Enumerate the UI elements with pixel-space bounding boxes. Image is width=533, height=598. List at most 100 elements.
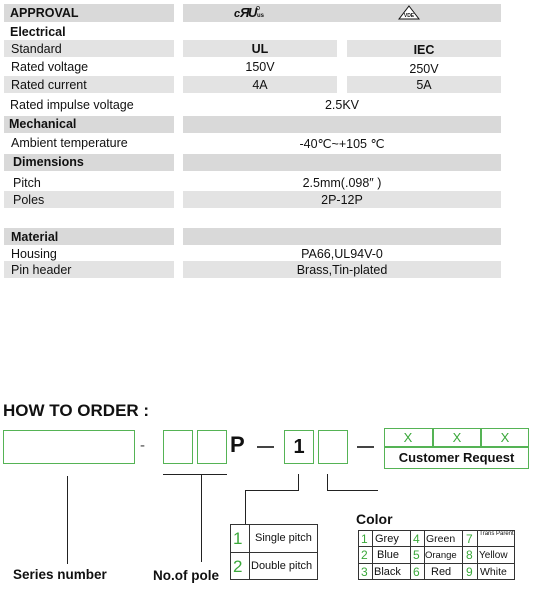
rated-voltage-iec: 250V	[409, 62, 439, 76]
pitch-opt1-label: Single pitch	[255, 532, 312, 544]
pitch-opt2-num: 2	[233, 557, 243, 576]
pitch-opt1-num: 1	[233, 529, 243, 548]
svg-text:VDE: VDE	[404, 13, 415, 19]
rated-impulse-voltage-label: Rated impulse voltage	[10, 98, 134, 112]
color-name-orange: Orange	[425, 550, 457, 561]
how-to-order-title: HOW TO ORDER :	[3, 401, 150, 420]
ambient-temperature-label: Ambient temperature	[11, 136, 128, 150]
color-num-3: 3	[361, 565, 368, 579]
pitch-leader-v1	[298, 474, 299, 490]
pole-bracket-line	[163, 474, 227, 475]
pin-header-value: Brass,Tin-plated	[296, 263, 388, 277]
pitch-code: 1	[293, 436, 305, 458]
dimensions-band-right	[183, 154, 501, 171]
customer-request-label: Customer Request	[398, 450, 515, 465]
color-name-white: White	[480, 566, 507, 578]
customer-x-2: X	[452, 430, 462, 445]
color-table-row-sep-1	[358, 546, 515, 547]
color-table-col-4	[462, 530, 463, 580]
rated-voltage-label: Rated voltage	[11, 60, 89, 74]
material-band-right	[183, 228, 501, 245]
customer-request-sep-2	[480, 428, 482, 446]
rated-current-band-ul	[183, 76, 337, 93]
rated-current-ul: 4A	[252, 78, 268, 92]
color-num-5: 5	[413, 548, 420, 562]
svg-text:Я: Я	[239, 5, 250, 20]
rated-impulse-voltage-value: 2.5KV	[324, 98, 360, 112]
customer-request-sep-1	[432, 428, 434, 446]
color-num-4: 4	[413, 532, 420, 546]
poles-band-right	[183, 191, 501, 208]
pole-box-2	[197, 430, 227, 464]
color-table-row-sep-2	[358, 563, 515, 564]
poles-label: Poles	[13, 193, 45, 207]
series-leader-line	[67, 476, 68, 564]
color-title: Color	[356, 511, 393, 527]
electrical-heading: Electrical	[10, 25, 66, 39]
pole-leader-line	[201, 474, 202, 562]
pitch-leader-h	[245, 490, 299, 491]
material-band-left	[4, 228, 174, 245]
standard-band-iec	[347, 40, 501, 57]
color-code-box	[318, 430, 348, 464]
ul-recognized-mark-icon: c Я U us	[234, 5, 265, 20]
color-table-col-3	[424, 530, 425, 580]
pin-header-band-left	[4, 261, 174, 278]
housing-value: PA66,UL94V-0	[301, 247, 383, 261]
series-number-box	[3, 430, 135, 464]
color-name-grey: Grey	[375, 533, 399, 545]
dimensions-band-left	[4, 154, 174, 171]
pin-header-band-right	[183, 261, 501, 278]
color-table-col-5	[477, 530, 478, 580]
color-num-6: 6	[413, 565, 420, 579]
no-of-pole-label: No.of pole	[153, 568, 219, 583]
customer-x-3: X	[500, 430, 510, 445]
p-letter: P	[230, 432, 245, 457]
pin-header-label: Pin header	[11, 263, 72, 277]
color-table-col-1	[372, 530, 373, 580]
color-name-black: Black	[374, 566, 401, 578]
series-number-label: Series number	[13, 567, 107, 582]
color-num-7: 7	[466, 532, 473, 546]
approval-band-left	[4, 4, 174, 22]
color-name-green: Green	[426, 533, 456, 545]
svg-text:c: c	[234, 8, 240, 20]
rated-current-iec: 5A	[416, 78, 432, 92]
dash-3	[357, 446, 374, 448]
svg-text:us: us	[257, 13, 264, 19]
rated-current-band-left	[4, 76, 174, 93]
pole-box-1	[163, 430, 193, 464]
dimensions-heading: Dimensions	[13, 155, 84, 169]
pitch-options-col-sep	[249, 524, 250, 580]
pitch-code-box	[284, 430, 314, 464]
pitch-leader-v2	[245, 490, 246, 524]
poles-band-left	[4, 191, 174, 208]
color-leader-v	[327, 474, 328, 490]
color-leader-h	[327, 490, 378, 491]
poles-value: 2P-12P	[321, 193, 363, 207]
approval-band-right	[183, 4, 501, 22]
color-name-red: Red	[431, 566, 452, 578]
color-table-col-2	[410, 530, 411, 580]
color-name-blue: Blue	[377, 549, 400, 561]
mechanical-band-left	[4, 116, 174, 133]
mechanical-band-right	[183, 116, 501, 133]
dash-1: -	[140, 437, 145, 454]
approval-label: APPROVAL	[10, 6, 79, 20]
standard-ul: UL	[251, 42, 269, 56]
pitch-value: 2.5mm(.098″ )	[302, 176, 382, 190]
standard-label: Standard	[11, 42, 62, 56]
customer-request-box	[384, 428, 529, 469]
standard-iec: IEC	[413, 43, 435, 57]
rated-current-label: Rated current	[11, 78, 87, 92]
dash-2	[257, 446, 274, 448]
color-num-2: 2	[361, 548, 368, 562]
housing-label: Housing	[11, 247, 57, 261]
standard-band-left	[4, 40, 174, 57]
pitch-opt2-label: Double pitch	[251, 560, 313, 572]
standard-band-ul	[183, 40, 337, 57]
color-name-yellow: Yellow	[479, 550, 508, 561]
material-heading: Material	[11, 230, 59, 244]
ambient-temperature-value: -40℃~+105 ℃	[299, 137, 385, 151]
customer-x-1: X	[403, 430, 413, 445]
